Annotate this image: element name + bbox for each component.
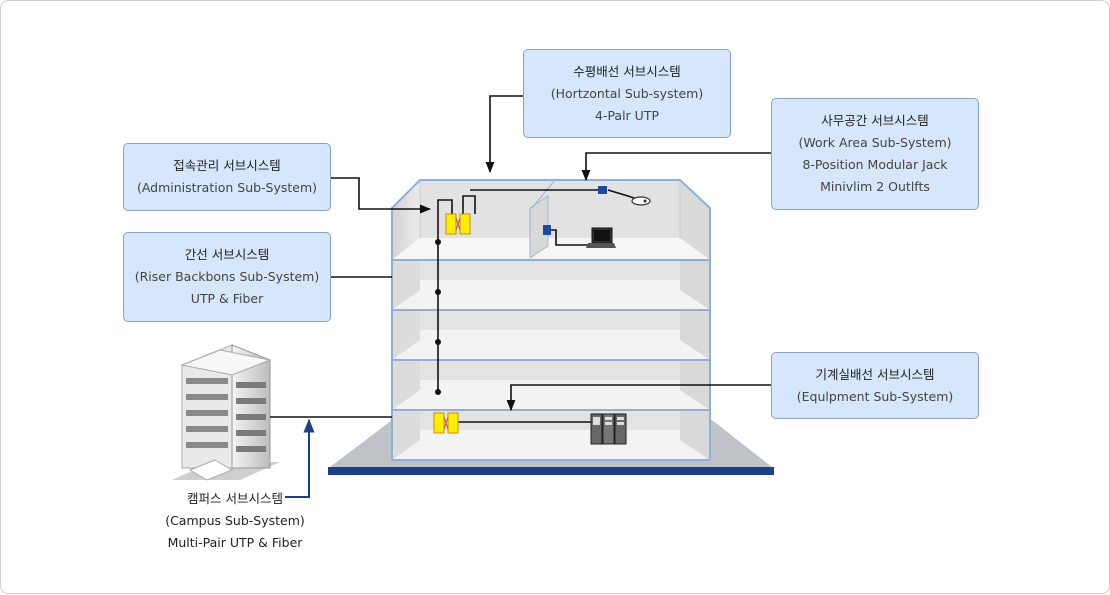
horizontal-english: (Hortzontal Sub-system) bbox=[550, 85, 704, 101]
work-area-detail-1: 8-Position Modular Jack bbox=[802, 157, 948, 172]
administration-title: 접속관리 서브시스템 bbox=[173, 158, 281, 173]
horizontal-subsystem-box: 수평배선 서브시스템 (Hortzontal Sub-system) 4-Pal… bbox=[523, 49, 731, 138]
mouse-icon bbox=[631, 196, 651, 206]
riser-subsystem-box: 간선 서브시스템 (Riser Backbons Sub-System) UTP… bbox=[123, 232, 331, 322]
building-floors bbox=[391, 179, 711, 461]
campus-title: 캠퍼스 서브시스템 bbox=[187, 491, 283, 506]
equipment-title: 기계실배선 서브시스템 bbox=[815, 366, 935, 382]
work-area-detail-2: Minivlim 2 Outlfts bbox=[820, 179, 930, 194]
work-area-subsystem-box: 사무공간 서브시스템 (Work Area Sub-System) 8-Posi… bbox=[771, 98, 979, 210]
work-area-title: 사무공간 서브시스템 bbox=[821, 113, 929, 128]
horizontal-title: 수평배선 서브시스템 bbox=[573, 63, 681, 79]
cabling bbox=[437, 189, 641, 423]
campus-detail: Multi-Pair UTP & Fiber bbox=[167, 535, 303, 550]
campus-subsystem-label: 캠퍼스 서브시스템 (Campus Sub-System) Multi-Pair… bbox=[150, 488, 320, 554]
campus-english: (Campus Sub-System) bbox=[165, 513, 305, 528]
patch-panel-icon bbox=[433, 412, 459, 434]
wall-outlet-icon bbox=[598, 186, 607, 194]
campus-connector bbox=[285, 418, 315, 498]
laptop-icon bbox=[586, 227, 616, 248]
riser-title: 간선 서브시스템 bbox=[184, 247, 270, 262]
horizontal-detail: 4-Palr UTP bbox=[594, 107, 659, 123]
administration-english: (Administration Sub-System) bbox=[136, 180, 318, 195]
campus-building-icon bbox=[172, 344, 280, 481]
wall-outlet-icon bbox=[543, 225, 551, 235]
riser-junction-dots bbox=[435, 239, 441, 395]
equipment-english: (Equlpment Sub-System) bbox=[796, 388, 954, 404]
riser-detail: UTP & Fiber bbox=[190, 291, 264, 306]
callout-connectors bbox=[270, 95, 772, 418]
administration-subsystem-box: 접속관리 서브시스템 (Administration Sub-System) bbox=[123, 143, 331, 211]
work-area-english: (Work Area Sub-System) bbox=[798, 135, 952, 150]
equipment-subsystem-box: 기계실배선 서브시스템 (Equlpment Sub-System) bbox=[771, 352, 979, 419]
patch-panel-icon bbox=[445, 213, 471, 235]
riser-english: (Riser Backbons Sub-System) bbox=[134, 269, 320, 284]
server-rack-icon bbox=[590, 413, 627, 445]
